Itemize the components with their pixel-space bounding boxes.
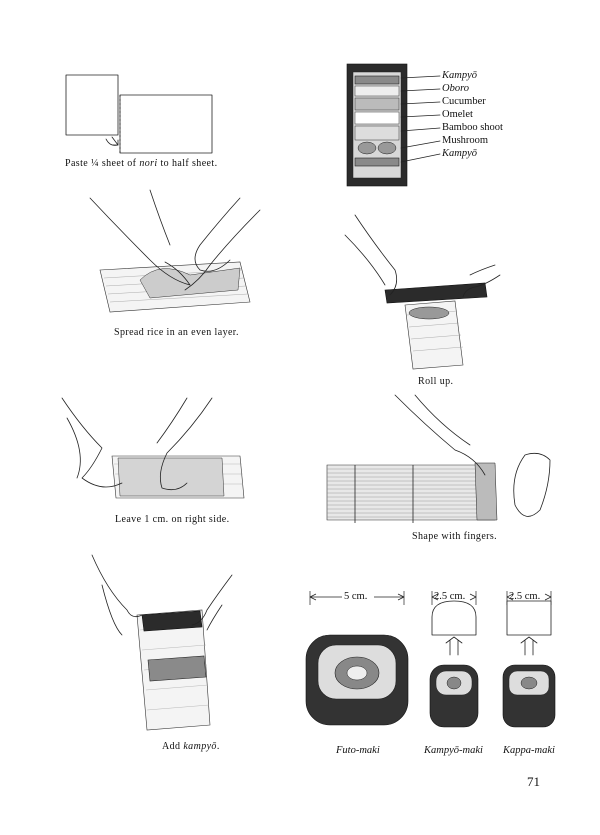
kappa-maki-dimension: 2.5 cm.	[509, 591, 541, 602]
add-kampyo-illustration	[91, 554, 233, 731]
page-number: 71	[527, 774, 540, 789]
leave-border-illustration	[61, 397, 245, 499]
step-add-caption: Add kampyō.	[162, 741, 220, 752]
roll-up-illustration	[344, 214, 501, 370]
futo-maki-dimension: 5 cm.	[344, 591, 368, 602]
ingredient-label: Kampyō	[442, 70, 477, 81]
kampyo-maki-size-illustration	[429, 591, 479, 728]
shape-with-fingers-illustration	[326, 394, 551, 523]
step-spread-caption: Spread rice in an even layer.	[114, 327, 239, 338]
futo-maki-size-illustration	[305, 591, 409, 726]
spread-rice-illustration	[89, 189, 261, 313]
ingredient-label: Oboro	[442, 83, 470, 94]
kappa-maki-label: Kappa-maki	[503, 745, 555, 756]
ingredient-label: Bamboo shoot	[442, 122, 503, 133]
step-leave-caption: Leave 1 cm. on right side.	[115, 514, 230, 525]
step-rollup-caption: Roll up.	[418, 376, 454, 387]
kampyo-maki-label: Kampyō-maki	[424, 745, 483, 756]
step-shape-caption: Shape with fingers.	[412, 531, 498, 542]
ingredient-label: Cucumber	[442, 96, 486, 107]
ingredient-label: Mushroom	[442, 135, 489, 146]
kampyo-maki-dimension: 2.5 cm.	[434, 591, 466, 602]
ingredient-label: Omelet	[442, 109, 473, 120]
kappa-maki-size-illustration	[502, 591, 556, 728]
ingredient-label: Kampyō	[442, 148, 477, 159]
futo-maki-cross-section	[346, 63, 441, 187]
futo-maki-label: Futo-maki	[336, 745, 380, 756]
step-paste-caption: Paste ¼ sheet of nori to half sheet.	[65, 158, 218, 169]
nori-sheets-illustration	[65, 74, 213, 154]
